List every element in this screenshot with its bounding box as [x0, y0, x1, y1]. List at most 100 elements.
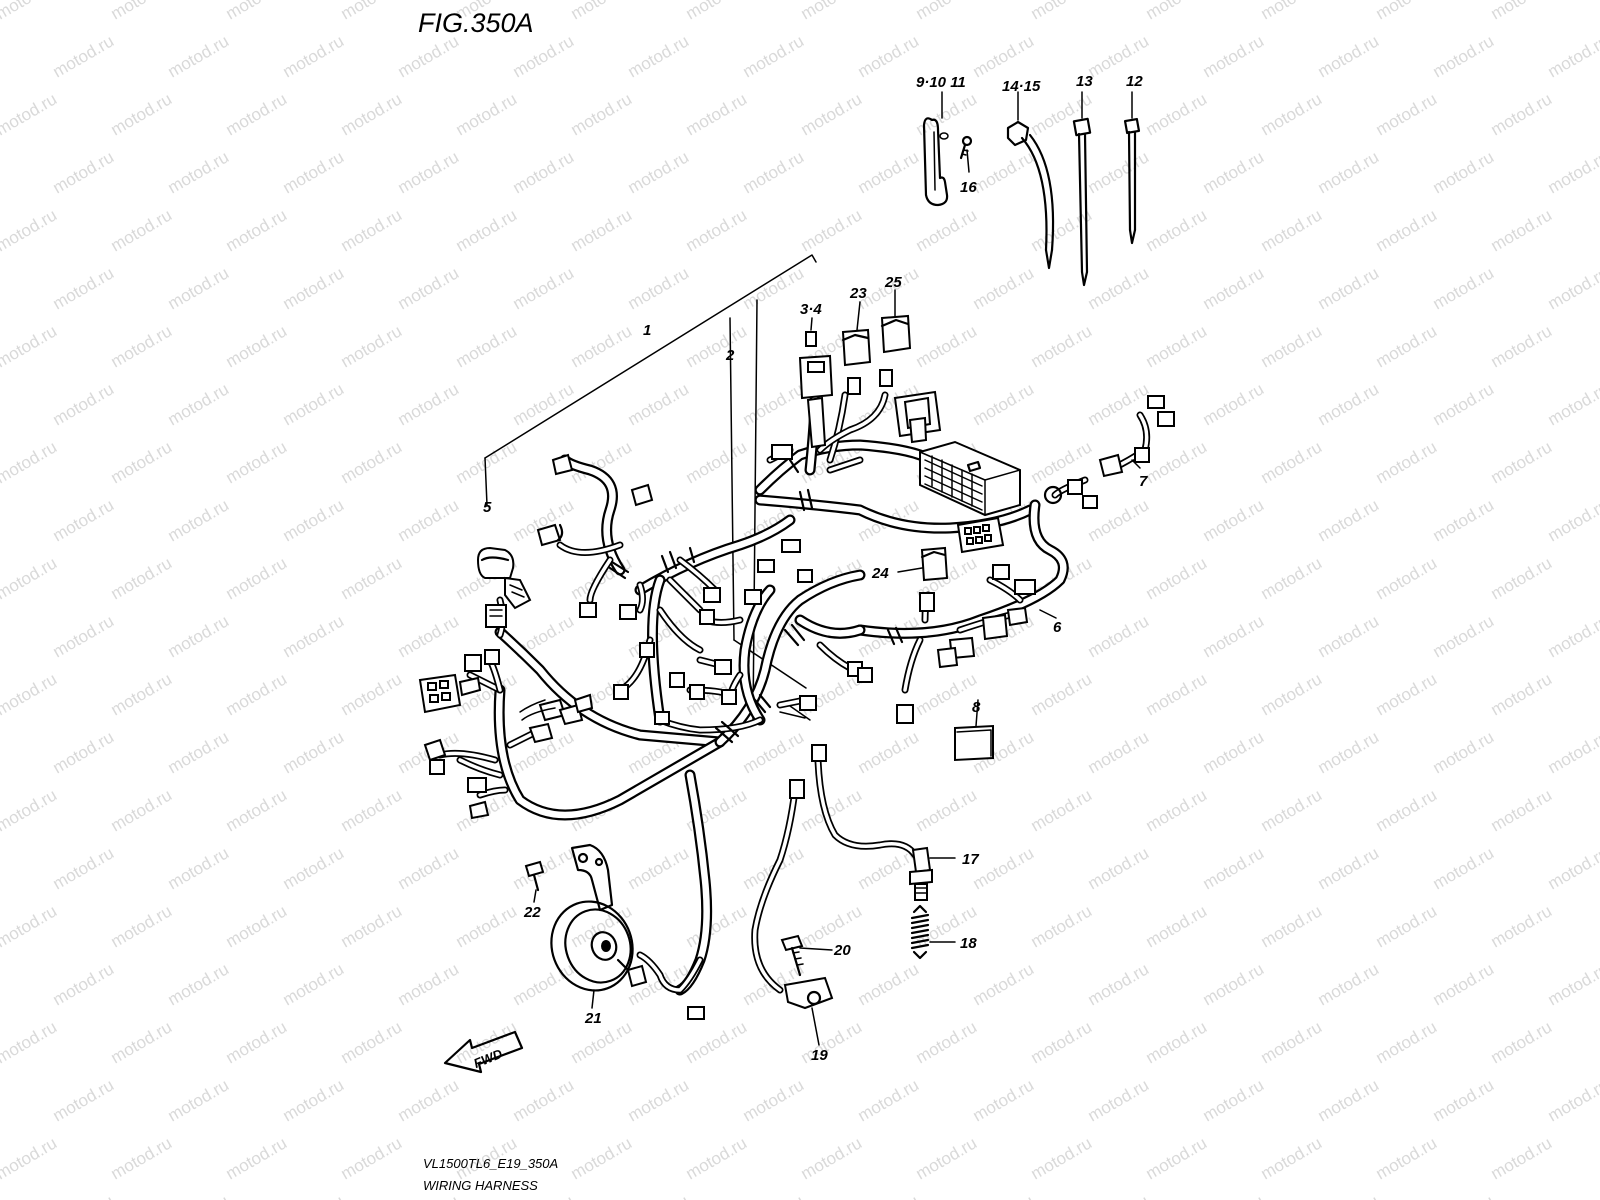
boot-connector-5	[476, 546, 532, 610]
connector	[654, 711, 670, 725]
callout-22: 22	[523, 904, 541, 921]
connector	[757, 559, 775, 573]
connector-bundle-left	[519, 693, 594, 744]
connector	[992, 564, 1010, 580]
callout-18: 18	[960, 935, 977, 952]
clamp-strip-part	[922, 117, 949, 207]
branch-wires	[436, 391, 1151, 994]
bolt-20	[780, 934, 804, 977]
callout-21: 21	[584, 1010, 602, 1027]
callout-8: 8	[972, 699, 981, 716]
connector	[689, 684, 705, 700]
connector	[484, 649, 500, 665]
callout-3: 3·4	[800, 301, 822, 318]
connector	[1082, 495, 1098, 509]
multi-pin-connector-right	[956, 516, 1005, 554]
forward-direction-arrow: FWD	[443, 1030, 524, 1074]
label-plate-8	[954, 724, 994, 762]
horn-21	[550, 843, 705, 1020]
callout-5: 5	[483, 499, 492, 516]
callout-13: 13	[1076, 73, 1093, 90]
connector	[1147, 395, 1165, 409]
connector	[714, 659, 732, 675]
connector	[699, 609, 715, 625]
connector	[721, 689, 737, 705]
connector-25	[880, 314, 912, 354]
callout-23: 23	[849, 285, 867, 302]
screw-part-16	[959, 135, 973, 160]
harness-clamps	[608, 458, 904, 744]
fuse-3-4	[805, 331, 817, 347]
connector	[896, 704, 914, 724]
connector	[781, 539, 801, 553]
connector	[619, 604, 637, 620]
ecu-coupler	[919, 440, 1021, 517]
callout-6: 6	[1053, 619, 1062, 636]
connector-24	[920, 546, 949, 582]
connector	[639, 642, 655, 658]
connector	[1067, 479, 1083, 495]
connector	[703, 587, 721, 603]
cable-tie-13	[1072, 117, 1092, 287]
connector	[1014, 579, 1036, 595]
connector	[423, 738, 447, 762]
connector	[429, 759, 445, 775]
connector	[981, 613, 1009, 641]
connector	[789, 779, 805, 799]
connector	[847, 377, 861, 395]
connector	[669, 672, 685, 688]
connector	[857, 667, 873, 683]
callout-1: 1	[643, 322, 651, 339]
fwd-label: FWD	[471, 1046, 505, 1071]
sensor-switch-17	[909, 846, 933, 901]
callout-labels: 9·10 11 14·15 13 12 16 3·4 23 25 1 2 5 7…	[483, 73, 1148, 1064]
connector	[551, 453, 574, 476]
bolt-22	[524, 860, 545, 892]
callout-2: 2	[725, 347, 735, 364]
connector	[771, 444, 793, 460]
connector	[467, 777, 487, 793]
connector	[744, 589, 762, 605]
callout-24: 24	[871, 565, 889, 582]
connector	[936, 646, 959, 669]
connector	[1157, 411, 1175, 427]
cable-tie-12	[1123, 117, 1141, 245]
switch-19	[783, 976, 834, 1010]
connector	[536, 523, 562, 547]
connectors	[418, 314, 1175, 1020]
callout-9: 9·10 11	[916, 74, 966, 91]
box-connector	[893, 390, 942, 444]
footer-title: WIRING HARNESS	[423, 1178, 538, 1193]
leader-lines	[533, 91, 1141, 1046]
spring-18	[910, 904, 930, 960]
connector	[1098, 453, 1124, 478]
callout-7: 7	[1139, 473, 1148, 490]
callout-17: 17	[962, 851, 979, 868]
callout-20: 20	[833, 942, 851, 959]
callout-25: 25	[884, 274, 902, 291]
connector	[1134, 447, 1150, 463]
callout-19: 19	[811, 1047, 828, 1064]
connector	[811, 744, 827, 762]
connector	[468, 800, 490, 820]
footer-model-code: VL1500TL6_E19_350A	[423, 1156, 558, 1171]
connector-23	[841, 328, 872, 367]
multi-pin-connector-left	[418, 673, 482, 714]
callout-14: 14·15	[1002, 78, 1041, 95]
connector	[799, 695, 817, 711]
connector	[797, 569, 813, 583]
callout-12: 12	[1126, 73, 1143, 90]
cable-tie-clip-part	[1006, 120, 1055, 270]
connector	[613, 684, 629, 700]
callout-16: 16	[960, 179, 977, 196]
figure-title: FIG.350A	[418, 8, 534, 38]
connector	[579, 602, 597, 618]
connector	[1006, 606, 1029, 627]
connector	[464, 654, 482, 672]
connector	[630, 483, 654, 507]
connector	[919, 592, 935, 612]
connector	[879, 369, 893, 387]
